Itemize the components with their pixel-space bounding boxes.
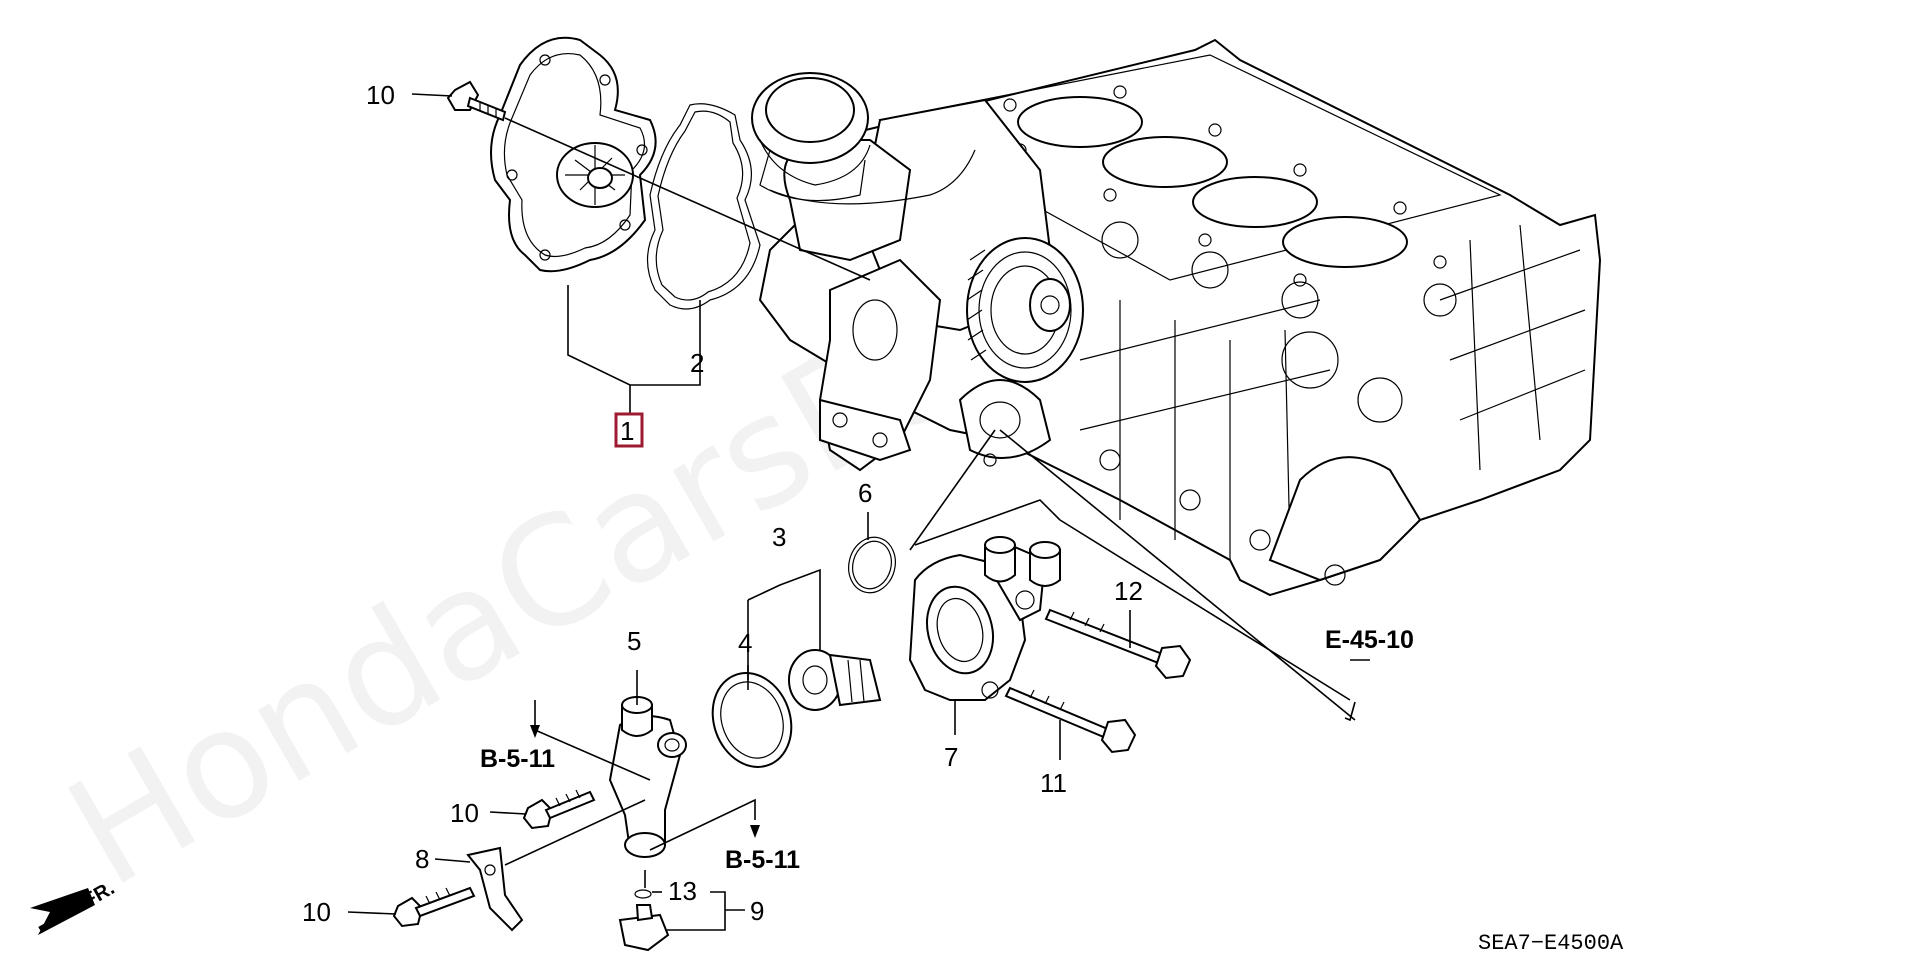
bolt-11: [1004, 686, 1137, 754]
bracket: [466, 846, 524, 932]
callout-10-top: 10: [366, 80, 395, 110]
callout-13: 13: [668, 876, 697, 906]
pump-gasket: [646, 103, 761, 310]
diagram-code: SEA7−E4500A: [1478, 931, 1624, 956]
callout-7: 7: [944, 742, 958, 772]
thermostat: [788, 649, 882, 711]
water-pump: [490, 36, 657, 273]
reference-labels: B-5-11 B-5-11 E-45-10: [480, 626, 1414, 874]
bolt-10-top: [446, 80, 507, 122]
callout-10-mid: 10: [450, 798, 479, 828]
callout-3: 3: [772, 522, 786, 552]
bolt-10-mid: [522, 789, 596, 830]
pump-mount: [818, 258, 1052, 472]
o-ring-6: [848, 536, 896, 594]
thermostat-housing: [908, 536, 1061, 701]
leader-lines: [347, 93, 1370, 931]
bolt-10-bottom: [392, 886, 476, 928]
temp-sensor: [618, 889, 670, 952]
pulley: [966, 237, 1084, 383]
front-arrow-icon: FR.: [30, 877, 118, 935]
callout-6: 6: [858, 478, 872, 508]
callout-5: 5: [627, 626, 641, 656]
highlight-box-1: [614, 412, 644, 448]
ref-b-5-11-upper[interactable]: B-5-11: [480, 745, 555, 773]
callout-2: 2: [690, 348, 704, 378]
callout-9: 9: [750, 896, 764, 926]
callout-4: 4: [738, 628, 752, 658]
water-outlet: [608, 696, 687, 858]
callout-10-bottom: 10: [302, 897, 331, 927]
callout-11: 11: [1040, 768, 1067, 798]
thermostat-seal: [711, 672, 793, 768]
callout-1[interactable]: 1: [620, 416, 634, 446]
ref-e-45-10[interactable]: E-45-10: [1325, 626, 1414, 654]
callout-8: 8: [415, 844, 429, 874]
callout-12: 12: [1114, 576, 1143, 606]
callout-labels: 10 2 1 6 3 4 5 7 11 12 10 8 10 13 9: [302, 80, 1143, 927]
ref-b-5-11-lower[interactable]: B-5-11: [725, 846, 800, 874]
bolt-12: [1044, 608, 1192, 680]
